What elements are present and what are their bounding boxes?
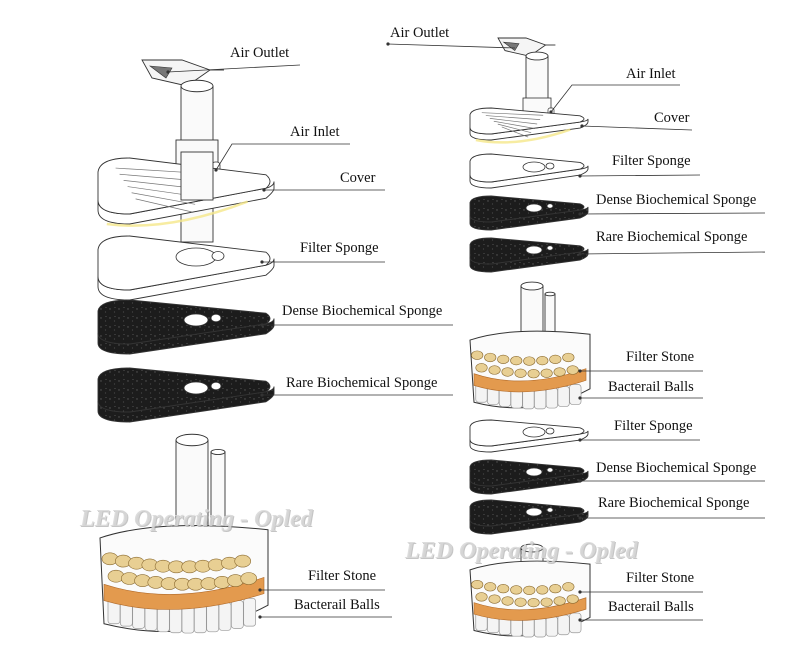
label-filter-sponge-left: Filter Sponge xyxy=(300,240,379,256)
leader-air-inlet-right-dot xyxy=(549,110,553,114)
leader-bacterial-left-dot xyxy=(258,615,262,619)
leader-dense-sponge-right-2-dot xyxy=(578,479,582,483)
left-dense-sponge xyxy=(97,299,275,355)
label-air-inlet-right: Air Inlet xyxy=(626,66,676,82)
leader-air-outlet-left-dot xyxy=(166,70,170,74)
leader-bacterial-right-1-dot xyxy=(578,396,582,400)
label-bacterial-balls-left: Bacterail Balls xyxy=(294,597,380,613)
leader-air-outlet-right xyxy=(387,43,516,49)
leader-filter-sponge-right-1 xyxy=(579,174,701,177)
leader-rare-sponge-right-2-dot xyxy=(578,516,582,520)
leader-filter-sponge-left-dot xyxy=(260,260,264,264)
leader-air-inlet-right xyxy=(550,84,680,113)
left-basket xyxy=(99,433,269,634)
label-cover-right: Cover xyxy=(654,110,690,126)
watermark-left: LED Operating - Opled xyxy=(80,506,313,532)
watermark-right: LED Operating - Opled xyxy=(405,538,638,564)
right-cover xyxy=(469,107,589,144)
leader-rare-sponge-left-dot xyxy=(260,393,264,397)
label-filter-sponge-right-1: Filter Sponge xyxy=(612,153,691,169)
label-filter-stone-left: Filter Stone xyxy=(308,568,377,584)
label-dense-sponge-left: Dense Biochemical Sponge xyxy=(282,303,443,319)
leader-filter-stone-right-1-dot xyxy=(578,369,582,373)
right-filter-sponge-1 xyxy=(469,153,589,189)
leader-rare-sponge-right-1 xyxy=(579,251,766,255)
leader-filter-stone-left-dot xyxy=(258,588,262,592)
label-rare-sponge-left: Rare Biochemical Sponge xyxy=(286,375,438,391)
label-filter-stone-right-1: Filter Stone xyxy=(626,349,695,365)
right-air-outlet xyxy=(497,37,556,57)
right-basket-2 xyxy=(469,543,591,638)
label-filter-sponge-right-2: Filter Sponge xyxy=(614,418,693,434)
left-filter-sponge xyxy=(97,235,275,301)
label-air-outlet-left: Air Outlet xyxy=(230,45,290,61)
left-rare-sponge xyxy=(97,367,275,423)
label-air-outlet-right: Air Outlet xyxy=(390,25,450,41)
leader-dense-sponge-right-1-dot xyxy=(578,212,582,216)
right-rare-sponge-2 xyxy=(469,499,589,535)
leader-air-outlet-right-dot xyxy=(386,42,390,46)
right-filter-sponge-2 xyxy=(469,419,589,453)
leader-bacterial-right-2-dot xyxy=(578,618,582,622)
right-dense-sponge-1 xyxy=(469,195,589,231)
right-rare-sponge-1 xyxy=(469,237,589,273)
label-bacterial-balls-right-2: Bacterail Balls xyxy=(608,599,694,615)
leader-filter-sponge-right-2-dot xyxy=(578,438,582,442)
label-rare-sponge-right-1: Rare Biochemical Sponge xyxy=(596,229,748,245)
leader-rare-sponge-right-1-dot xyxy=(578,252,582,256)
leader-air-inlet-left xyxy=(215,143,350,171)
label-air-inlet-left: Air Inlet xyxy=(290,124,340,140)
right-air-tube xyxy=(522,51,555,129)
label-bacterial-balls-right-1: Bacterail Balls xyxy=(608,379,694,395)
leader-air-inlet-left-dot xyxy=(214,168,218,172)
leader-cover-right-dot xyxy=(580,124,584,128)
leader-dense-sponge-left-dot xyxy=(260,323,264,327)
label-filter-stone-right-2: Filter Stone xyxy=(626,570,695,586)
leader-cover-left-dot xyxy=(262,188,266,192)
left-cover xyxy=(97,151,275,227)
label-cover-left: Cover xyxy=(340,170,376,186)
label-dense-sponge-right-2: Dense Biochemical Sponge xyxy=(596,460,757,476)
leader-dense-sponge-right-1 xyxy=(579,212,766,215)
leader-filter-sponge-right-1-dot xyxy=(578,174,582,178)
leader-filter-stone-right-2-dot xyxy=(578,590,582,594)
label-dense-sponge-right-1: Dense Biochemical Sponge xyxy=(596,192,757,208)
left-air-outlet xyxy=(141,59,224,87)
right-basket-1 xyxy=(469,281,591,410)
leader-air-outlet-left xyxy=(167,64,301,73)
leader-cover-right xyxy=(581,125,693,131)
right-dense-sponge-2 xyxy=(469,459,589,495)
label-rare-sponge-right-2: Rare Biochemical Sponge xyxy=(598,495,750,511)
